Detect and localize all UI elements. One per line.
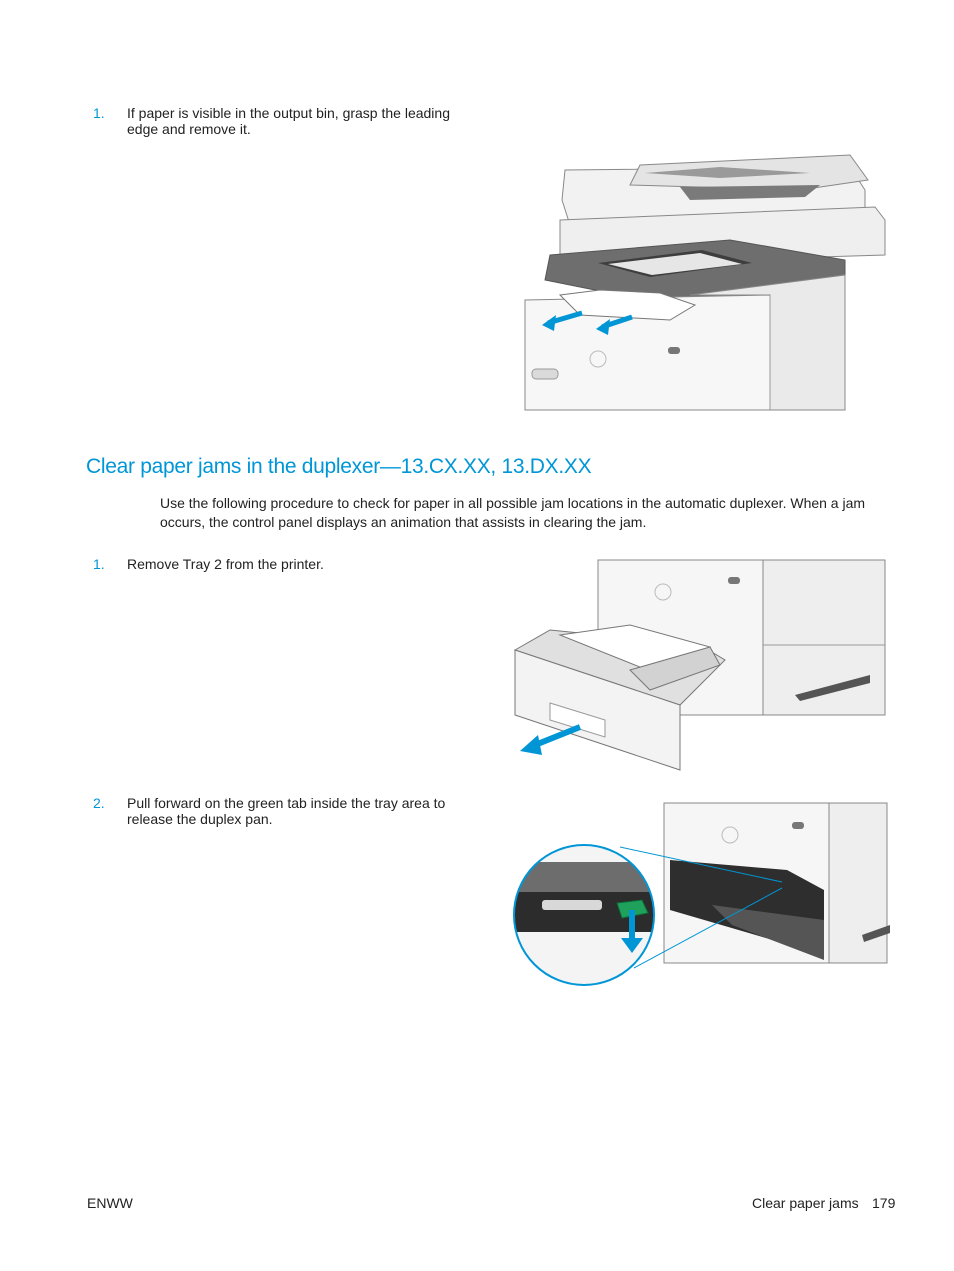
section-title: Clear paper jams in the duplexer—13.CX.X… (86, 455, 592, 478)
step-number: 2. (93, 795, 105, 811)
step-number: 1. (93, 556, 105, 572)
section-intro: Use the following procedure to check for… (160, 495, 866, 530)
footer-section: Clear paper jams (752, 1195, 859, 1211)
page-number: 179 (872, 1195, 896, 1211)
step-text: Pull forward on the green tab inside the… (127, 795, 446, 827)
footer-left: ENWW (87, 1195, 133, 1211)
printer-output-bin-illustration (524, 154, 886, 411)
step-text: If paper is visible in the output bin, g… (127, 105, 450, 137)
duplex-pan-illustration (513, 802, 890, 986)
tray-removal-illustration (513, 559, 886, 771)
step-text: Remove Tray 2 from the printer. (127, 556, 324, 572)
step-number: 1. (93, 105, 105, 121)
